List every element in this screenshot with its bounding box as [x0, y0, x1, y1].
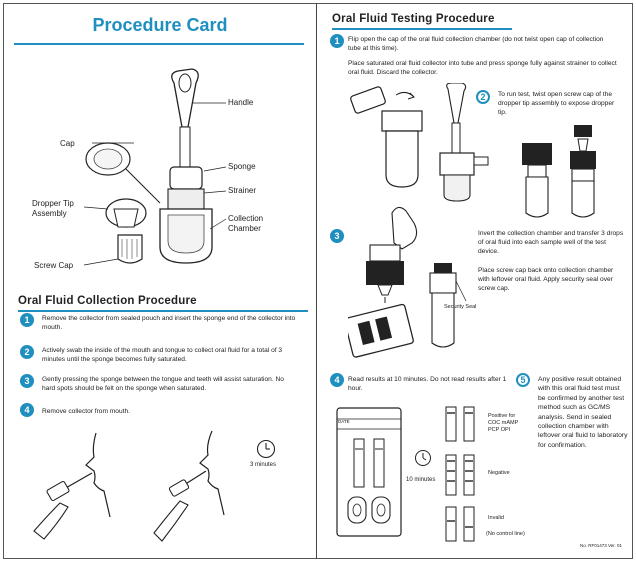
timer-label-10min: 10 minutes: [406, 477, 436, 483]
dropping-illustration: [348, 206, 467, 358]
step-number-4: 4: [20, 403, 34, 417]
label-screw-cap: Screw Cap: [34, 261, 74, 270]
result-invalid-label: Invalid: [488, 515, 504, 521]
timer-label-3min: 3 minutes: [250, 462, 277, 468]
test-step-number-5: 5: [516, 373, 530, 387]
swab-illustration: [33, 430, 225, 542]
test-device-diagram: [336, 407, 402, 537]
dropper-illustration: [522, 125, 596, 218]
label-cap: Cap: [60, 139, 75, 148]
test-step-3-text-a: Invert the collection chamber and transf…: [478, 230, 624, 255]
label-handle: Handle: [228, 98, 254, 107]
collection-step-1: Remove the collector from sealed pouch a…: [42, 315, 296, 331]
clock-icon: [256, 439, 276, 459]
right-panel: Oral Fluid Testing Procedure 1 Flip open…: [318, 3, 632, 559]
testing-procedure-title: Oral Fluid Testing Procedure: [332, 13, 495, 25]
collection-step-3: Gently pressing the sponge between the t…: [42, 376, 284, 392]
label-strainer: Strainer: [228, 186, 257, 195]
test-step-2-text: To run test, twist open screw cap of the…: [498, 91, 615, 116]
page-title: Procedure Card: [92, 15, 228, 35]
label-collection-chamber: Collection Chamber: [228, 214, 264, 233]
test-step-number-3: 3: [330, 229, 344, 243]
tube-illustration: [350, 83, 489, 202]
step-number-2: 2: [20, 345, 34, 359]
test-step-number-1: 1: [330, 34, 344, 48]
clock-10min-icon: [415, 450, 431, 466]
test-step-number-4: 4: [330, 373, 344, 387]
collector-diagram: [83, 68, 227, 266]
left-panel: Procedure Card Handle Cap: [4, 3, 316, 559]
step-number-3: 3: [20, 374, 34, 388]
collection-step-4: Remove collector from mouth.: [42, 408, 130, 415]
test-step-number-2: 2: [476, 90, 490, 104]
test-step-4-text: Read results at 10 minutes. Do not read …: [348, 376, 507, 392]
result-strips: [445, 406, 475, 542]
title-rule: [14, 43, 304, 45]
test-step-1-text-a: Flip open the cap of the oral fluid coll…: [348, 36, 604, 52]
result-no-control-label: (No control line): [486, 531, 525, 537]
center-divider: [316, 3, 317, 559]
collection-step-2: Actively swab the inside of the mouth an…: [42, 347, 283, 363]
result-positive-label: Positive for COC mAMP PCP OPI: [488, 413, 519, 433]
label-sponge: Sponge: [228, 162, 256, 171]
label-dropper-tip: Dropper Tip Assembly: [32, 199, 74, 218]
testing-title-rule: [332, 28, 512, 30]
security-seal-label: Security Seal: [444, 304, 477, 310]
step-number-1: 1: [20, 313, 34, 327]
test-step-3-text-b: Place screw cap back onto collection cha…: [478, 267, 614, 292]
test-step-5-text: Any positive result obtained with this o…: [538, 376, 628, 449]
device-date-label: DATE: [338, 419, 350, 424]
footer-doc-number: No. RF01473 Ver. 01: [580, 543, 623, 548]
collection-procedure-title: Oral Fluid Collection Procedure: [18, 295, 197, 307]
test-step-1-text-b: Place saturated oral fluid collector int…: [348, 60, 617, 76]
result-negative-label: Negative: [488, 470, 510, 476]
procedure-card: [3, 3, 633, 559]
collection-title-rule: [18, 310, 308, 312]
